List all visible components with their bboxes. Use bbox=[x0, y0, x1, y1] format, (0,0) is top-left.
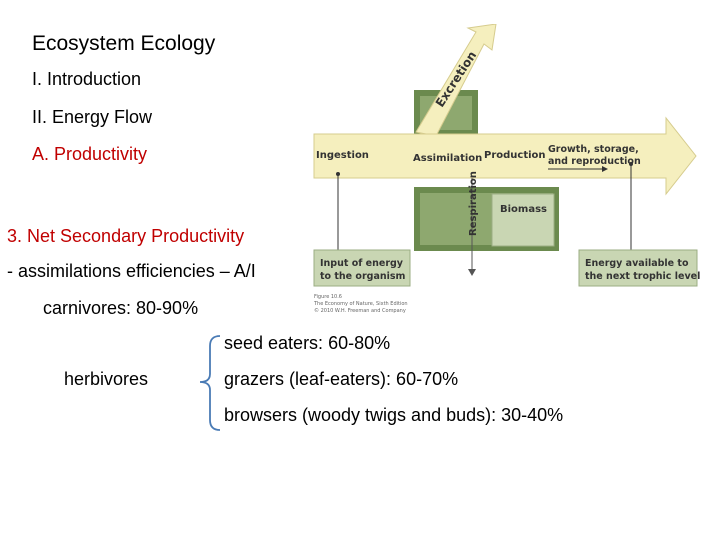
seed-eaters-line: seed eaters: 60-80% bbox=[224, 333, 391, 353]
grazers-line: grazers (leaf-eaters): 60-70% bbox=[224, 369, 459, 389]
outline-item-energy-flow: II. Energy Flow bbox=[32, 107, 153, 127]
biomass-box bbox=[491, 193, 555, 247]
slide-title: Ecosystem Ecology bbox=[32, 32, 216, 55]
excretion-arrow bbox=[415, 24, 497, 137]
outline-item-net-secondary-productivity: 3. Net Secondary Productivity bbox=[7, 226, 245, 246]
energy-available-line1: Energy available to bbox=[585, 258, 689, 269]
assimilation-efficiencies-line: - assimilations efficiencies – A/I bbox=[7, 261, 256, 281]
growth-label-line2: and reproduction bbox=[548, 156, 641, 167]
carnivores-line: carnivores: 80-90% bbox=[43, 298, 199, 318]
respiration-label: Respiration bbox=[468, 171, 479, 236]
energy-available-line2: the next trophic level bbox=[585, 271, 700, 282]
energy-available-box bbox=[578, 249, 698, 287]
outline-item-introduction: I. Introduction bbox=[32, 69, 142, 89]
herbivore-brace bbox=[199, 335, 221, 431]
figure-credit-line2: The Economy of Nature, Sixth Edition bbox=[313, 301, 408, 307]
herbivores-label: herbivores bbox=[64, 369, 149, 389]
browsers-line: browsers (woody twigs and buds): 30-40% bbox=[224, 405, 564, 425]
biomass-label: Biomass bbox=[500, 204, 547, 215]
input-energy-line1: Input of energy bbox=[320, 258, 404, 269]
input-energy-box bbox=[313, 249, 411, 287]
assimilation-label: Assimilation bbox=[413, 153, 482, 164]
production-label: Production bbox=[484, 150, 546, 161]
input-energy-line2: to the organism bbox=[320, 271, 406, 282]
figure-credit-line1: Figure 10.6 bbox=[314, 294, 342, 300]
outline-item-productivity: A. Productivity bbox=[32, 144, 148, 164]
figure-credit-line3: © 2010 W.H. Freeman and Company bbox=[314, 307, 406, 314]
ingestion-label: Ingestion bbox=[316, 150, 369, 161]
main-flow-arrow bbox=[313, 116, 697, 196]
growth-label-line1: Growth, storage, bbox=[548, 144, 639, 155]
energy-flow-diagram: Excretion Respiration Ingestion Assimila… bbox=[313, 24, 700, 314]
